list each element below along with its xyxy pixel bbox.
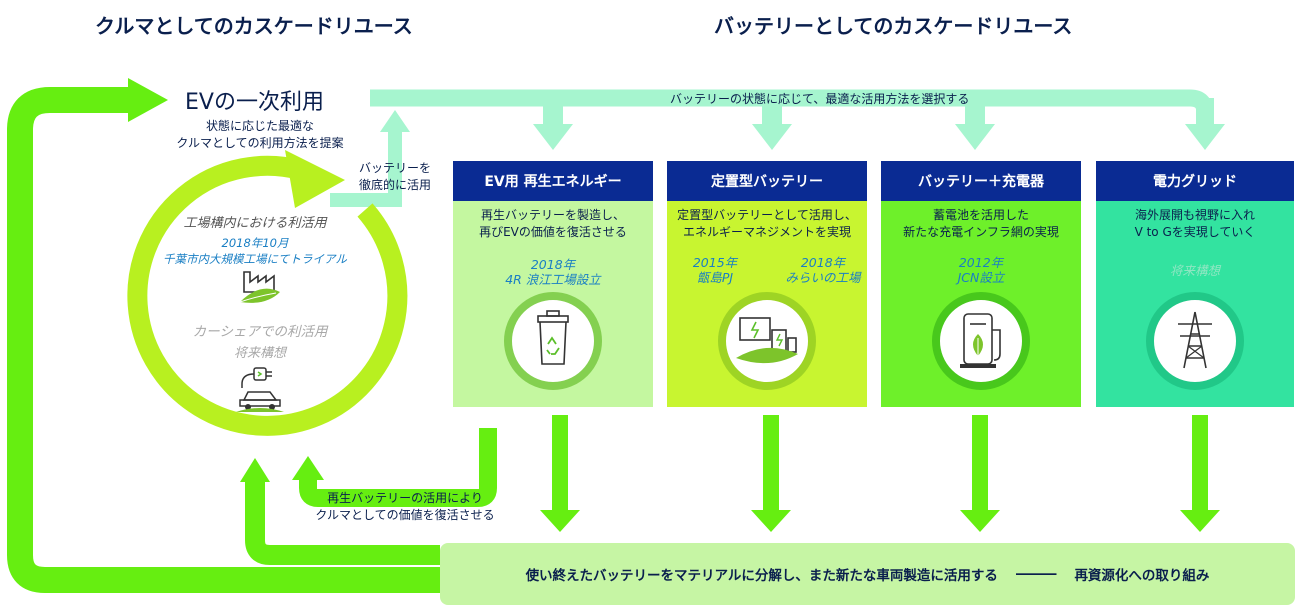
header-battery-cascade: バッテリーとしてのカスケードリユース (714, 14, 1073, 38)
card-year: 2018年 4R 浪江工場設立 (453, 257, 653, 287)
charging-station-icon (960, 313, 1001, 368)
card-year-detail: 4R 浪江工場設立 (505, 272, 601, 287)
card-year: 2015年 甑島PJ (675, 255, 755, 285)
revive-line-2: クルマとしての価値を復活させる (315, 508, 495, 522)
card-icon-circle (504, 292, 602, 390)
propose-text: 状態に応じた最適な クルマとしての利用方法を提案 (160, 118, 360, 152)
factory-use-detail: 千葉市内大規模工場にてトライアル (163, 252, 347, 266)
card-desc-line-1: 再生バッテリーを製造し、 (480, 208, 625, 222)
revive-text: 再生バッテリーの活用により クルマとしての価値を復活させる (300, 490, 510, 524)
card-stationary-battery: 定置型バッテリー 定置型バッテリーとして活用し、 エネルギーマネジメントを実現 … (667, 161, 867, 407)
factory-use-title: 工場構内における利活用 (183, 216, 327, 231)
card-year-label: 将来構想 (1169, 263, 1220, 278)
card-desc: 海外展開も視野に入れ V to Gを実現していく (1096, 207, 1294, 241)
recycle-bin-icon (537, 310, 569, 365)
card-desc-line-2: 再びEVの価値を復活させる (479, 225, 627, 239)
inner-up-arrow (240, 458, 440, 565)
header-car-cascade: クルマとしてのカスケードリユース (95, 14, 413, 38)
factory-use-date: 2018年10月 (221, 236, 289, 250)
card-desc-line-2: エネルギーマネジメントを実現 (682, 225, 851, 239)
bottom-bar-text: 使い終えたバッテリーをマテリアルに分解し、また新たな車両製造に活用する ――― … (440, 543, 1295, 605)
card-desc: 定置型バッテリーとして活用し、 エネルギーマネジメントを実現 (667, 207, 867, 241)
factory-use-block: 工場構内における利活用 2018年10月 千葉市内大規模工場にてトライアル (145, 212, 365, 267)
card-desc: 再生バッテリーを製造し、 再びEVの価値を復活させる (453, 207, 653, 241)
card-icon-circle (932, 292, 1030, 390)
carshare-use-title: カーシェアでの利活用 (192, 324, 328, 340)
stationary-battery-icon (736, 317, 798, 364)
card-year: 2012年 JCN設立 (881, 255, 1081, 285)
card-title: バッテリー＋充電器 (881, 161, 1081, 201)
ev-primary-use: EVの一次利用 (185, 90, 324, 115)
battery-full-use-text: バッテリーを 徹底的に活用 (345, 160, 445, 194)
bottom-goal: 再資源化への取り組み (1074, 568, 1210, 584)
revive-arrow (292, 428, 497, 507)
card-year-detail: JCN設立 (957, 270, 1005, 285)
card-icon-circle (1146, 292, 1244, 390)
factory-leaf-icon (239, 271, 280, 303)
top-mint-arrow (370, 89, 1225, 150)
outer-loop-arrow (7, 78, 440, 593)
card-down-arrows (540, 415, 1220, 532)
card-title: EV用 再生エネルギー (453, 161, 653, 201)
battery-full-use-line-1: バッテリーを (358, 161, 431, 175)
card-year: 将来構想 (1096, 263, 1294, 278)
power-pylon-icon (1178, 311, 1212, 369)
card-year-label: 2018年 (800, 255, 846, 270)
propose-line-2: クルマとしての利用方法を提案 (176, 136, 344, 150)
card-year-label: 2012年 (958, 255, 1004, 270)
card-desc-line-2: 新たな充電インフラ網の実現 (903, 225, 1059, 239)
propose-line-1: 状態に応じた最適な (205, 119, 314, 133)
card-year-detail: 甑島PJ (696, 270, 734, 285)
card-desc-line-1: 蓄電池を活用した (932, 208, 1029, 222)
card-ev-regen-energy: EV用 再生エネルギー 再生バッテリーを製造し、 再びEVの価値を復活させる 2… (453, 161, 653, 407)
card-year-label: 2018年 (530, 257, 576, 272)
card-icon-circle (718, 292, 816, 390)
card-year: 2018年 みらいの工場 (779, 255, 867, 285)
bottom-text: 使い終えたバッテリーをマテリアルに分解し、また新たな車両製造に活用する (525, 568, 998, 584)
card-title: 電力グリッド (1096, 161, 1294, 201)
card-title: 定置型バッテリー (667, 161, 867, 201)
revive-line-1: 再生バッテリーの活用により (327, 491, 483, 505)
ev-car-plug-icon (236, 367, 284, 412)
battery-full-use-arrow (330, 110, 410, 207)
card-power-grid: 電力グリッド 海外展開も視野に入れ V to Gを実現していく 将来構想 (1096, 161, 1294, 407)
bottom-dash: ――― (1015, 566, 1057, 582)
battery-full-use-line-2: 徹底的に活用 (358, 178, 431, 192)
carshare-use-status: 将来構想 (233, 346, 286, 361)
card-desc: 蓄電池を活用した 新たな充電インフラ網の実現 (881, 207, 1081, 241)
card-desc-line-1: 定置型バッテリーとして活用し、 (677, 208, 857, 222)
top-arrow-text: バッテリーの状態に応じて、最適な活用方法を選択する (670, 92, 970, 106)
card-desc-line-1: 海外展開も視野に入れ (1134, 208, 1255, 222)
card-year-detail: みらいの工場 (785, 270, 861, 285)
card-year-label: 2015年 (692, 255, 738, 270)
reuse-ring (127, 150, 408, 436)
card-desc-line-2: V to Gを実現していく (1134, 225, 1256, 239)
card-battery-charger: バッテリー＋充電器 蓄電池を活用した 新たな充電インフラ網の実現 2012年 J… (881, 161, 1081, 407)
bottom-bar (440, 543, 1295, 605)
carshare-use-block: カーシェアでの利活用 将来構想 (160, 320, 360, 361)
